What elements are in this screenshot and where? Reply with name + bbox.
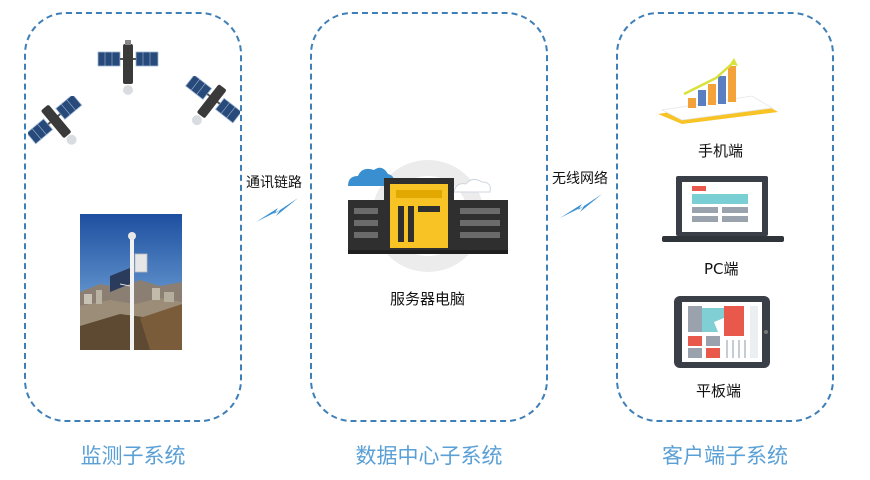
server-label: 服务器电脑 [390, 290, 466, 308]
data-center-panel [310, 12, 548, 422]
tablet-client-icon [674, 296, 770, 368]
satellite-icon [28, 96, 83, 145]
lightning-icon [560, 194, 602, 218]
satellite-icon [97, 40, 159, 95]
tablet-client-label: 平板端 [696, 382, 742, 400]
comm-link-label: 通讯链路 [246, 175, 302, 191]
server-icon [348, 160, 508, 272]
client-section-title: 客户端子系统 [662, 444, 788, 468]
wireless-network-label: 无线网络 [552, 171, 608, 187]
phone-client-icon [658, 58, 778, 124]
monitoring-station-photo [80, 214, 182, 350]
monitor-panel [24, 12, 242, 422]
data-center-section-title: 数据中心子系统 [355, 444, 503, 468]
lightning-icon [256, 198, 298, 222]
pc-client-icon [662, 176, 784, 242]
monitor-section-title: 监测子系统 [80, 444, 186, 468]
phone-client-label: 手机端 [698, 142, 744, 160]
satellite-icon [185, 76, 240, 126]
pc-client-label: PC端 [704, 260, 739, 278]
client-panel [616, 12, 834, 422]
